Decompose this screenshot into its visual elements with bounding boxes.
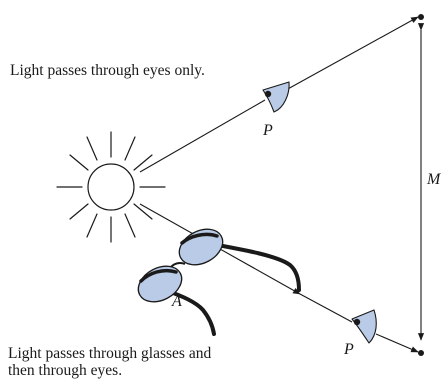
light-ray-direct bbox=[140, 100, 265, 172]
caption-direct: Light passes through eyes only. bbox=[10, 62, 205, 80]
top-point bbox=[418, 14, 424, 20]
caption-glasses-line2: then through eyes. bbox=[8, 362, 122, 380]
light-ray-through-glasses-continued bbox=[300, 294, 352, 322]
label-eye-top: P bbox=[263, 122, 273, 140]
eye-icon bbox=[263, 82, 289, 112]
label-glasses: A bbox=[172, 293, 182, 311]
light-ray-to-bottom-point bbox=[376, 334, 418, 352]
bottom-point bbox=[418, 350, 424, 356]
caption-glasses-line1: Light passes through glasses and bbox=[8, 345, 211, 363]
glasses-icon bbox=[132, 222, 299, 334]
light-ray-direct-arrow bbox=[286, 17, 418, 90]
label-eye-bottom: P bbox=[344, 341, 354, 359]
sun-icon bbox=[57, 132, 165, 242]
eye-icon bbox=[352, 310, 376, 343]
label-segment: M bbox=[427, 171, 440, 189]
